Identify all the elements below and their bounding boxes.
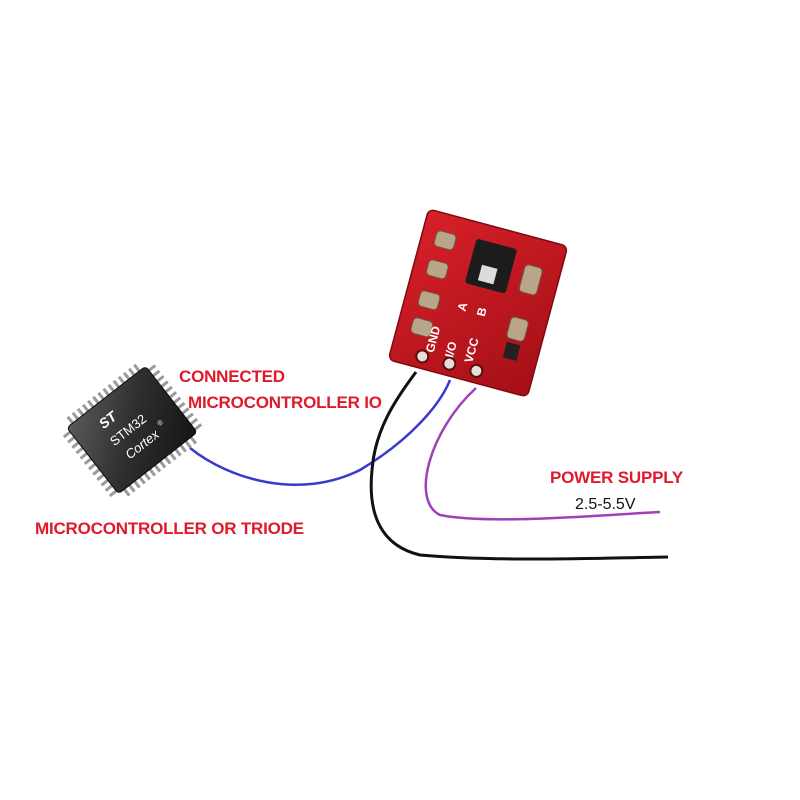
chip-pin — [107, 383, 115, 392]
chip-pin — [169, 452, 177, 461]
pin-hole-gnd — [415, 349, 430, 364]
chip-pin — [108, 489, 118, 498]
chip-pin — [160, 380, 169, 388]
chip-pin — [153, 464, 162, 473]
pin-hole-vcc — [469, 363, 484, 378]
chip-pin — [97, 391, 105, 400]
pad-label-b: B — [474, 306, 490, 318]
touch-sensor-board: GND I/O VCC A B — [388, 209, 568, 397]
board-ic-pad — [477, 264, 498, 285]
chip-pin — [159, 460, 167, 469]
chip-pin — [67, 436, 76, 444]
chip-pin — [71, 441, 80, 449]
chip-pin — [104, 484, 113, 492]
stm32-chip: ST STM32 Cortex ® — [62, 363, 203, 498]
chip-pin — [181, 407, 190, 415]
chip-pin — [164, 385, 173, 394]
chip-pin — [79, 452, 88, 460]
microcontroller-label: MICROCONTROLLER OR TRIODE — [35, 519, 304, 538]
chip-pin — [174, 448, 182, 457]
power-supply-label: POWER SUPPLY — [550, 468, 684, 487]
chip-pin — [81, 403, 90, 412]
chip-pin — [189, 417, 199, 426]
chip-reg-mark: ® — [156, 418, 166, 428]
board-pcb — [388, 209, 568, 397]
solder-pad — [506, 316, 529, 342]
pin-hole-io — [442, 356, 457, 371]
solder-pad — [518, 264, 543, 296]
chip-pin — [189, 436, 198, 445]
chip-pin — [184, 440, 192, 449]
chip-pin — [62, 430, 72, 439]
chip-pins — [62, 363, 203, 498]
chip-body — [67, 367, 197, 493]
chip-pin — [133, 480, 141, 489]
chip-pin — [185, 412, 194, 420]
chip-pin — [87, 399, 95, 408]
connected-label: CONNECTED — [179, 367, 285, 386]
chip-pin — [128, 367, 136, 376]
pin-label-gnd: GND — [423, 324, 444, 354]
chip-pin — [173, 396, 182, 404]
chip-pin — [194, 423, 203, 431]
vcc-wire — [424, 387, 661, 521]
chip-pin — [133, 363, 141, 372]
chip-pin — [66, 415, 74, 424]
solder-pad — [425, 259, 449, 280]
pad-label-a: A — [455, 300, 471, 312]
chip-pin — [76, 407, 85, 416]
solder-pad — [417, 290, 441, 311]
chip-pin — [148, 364, 157, 372]
io-wire — [189, 379, 452, 486]
chip-pin — [123, 488, 131, 497]
chip-pin — [128, 484, 136, 493]
chip-pin — [88, 462, 97, 471]
chip-pin — [177, 401, 186, 410]
chip-pin — [92, 468, 101, 476]
pin-label-vcc: VCC — [462, 336, 482, 364]
chip-pin — [102, 387, 110, 396]
gnd-wire — [369, 371, 669, 561]
chip-pin — [75, 446, 84, 455]
chip-pin — [112, 379, 120, 388]
voltage-label: 2.5-5.5V — [575, 496, 636, 513]
chip-pin — [96, 473, 105, 481]
solder-pad — [433, 230, 457, 251]
chip-pin — [143, 472, 151, 481]
microcontroller-io-label: MICROCONTROLLER IO — [188, 393, 382, 412]
chip-pin — [122, 371, 131, 380]
pin-label-io: I/O — [442, 340, 460, 359]
chip-pin — [138, 476, 146, 485]
chip-pin — [71, 411, 79, 420]
chip-pin — [164, 456, 172, 465]
solder-pad — [410, 317, 434, 338]
chip-pin — [179, 444, 187, 453]
smd-component — [502, 341, 521, 361]
chip-pin — [117, 375, 126, 384]
chip-pin — [168, 391, 178, 399]
chip-pin — [83, 457, 92, 465]
chip-pin — [156, 375, 165, 383]
chip-pin — [92, 395, 100, 404]
chip-pin — [148, 468, 157, 477]
chip-pin — [152, 369, 161, 377]
chip-pin — [100, 479, 109, 487]
